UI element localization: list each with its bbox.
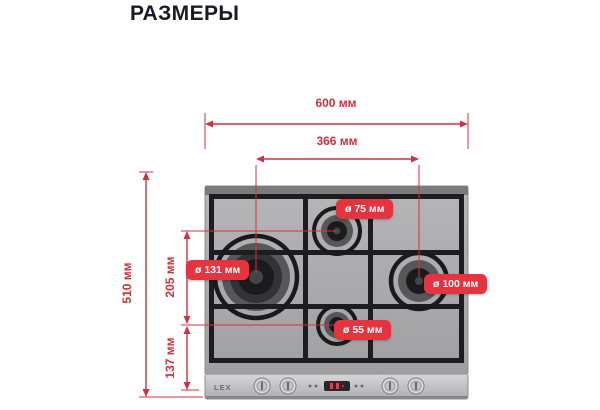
timer-display bbox=[308, 381, 364, 391]
dim-label-burner-span: 366 мм bbox=[316, 134, 358, 148]
brand-logo: LEX bbox=[214, 383, 232, 392]
hob-back-edge bbox=[205, 186, 468, 195]
dimension-span-366 bbox=[255, 155, 420, 277]
hob-top-view: LEX bbox=[204, 185, 469, 400]
burner-bottom-center-diameter-badge: ø 55 мм bbox=[334, 320, 392, 340]
dim-label-depth: 510 мм bbox=[120, 262, 134, 304]
dimension-front-offset-137 bbox=[181, 326, 199, 391]
dim-label-width: 600 мм bbox=[315, 96, 357, 110]
burner-left-diameter-badge: ø 131 мм bbox=[186, 260, 250, 280]
control-knob-2 bbox=[279, 377, 297, 395]
burner-top-center-diameter-badge: ø 75 мм bbox=[336, 199, 394, 219]
burner-right-diameter-badge: ø 100 мм bbox=[424, 274, 488, 294]
control-knob-1 bbox=[253, 377, 271, 395]
dim-label-front-offset: 137 мм bbox=[163, 337, 177, 379]
control-knob-4 bbox=[407, 377, 425, 395]
control-panel: LEX bbox=[204, 373, 469, 400]
page-title: РАЗМЕРЫ bbox=[130, 2, 240, 25]
control-knob-3 bbox=[381, 377, 399, 395]
dimension-depth-510 bbox=[139, 171, 203, 398]
dim-label-row-span: 205 мм bbox=[163, 256, 177, 298]
dimension-width-600 bbox=[204, 113, 469, 149]
